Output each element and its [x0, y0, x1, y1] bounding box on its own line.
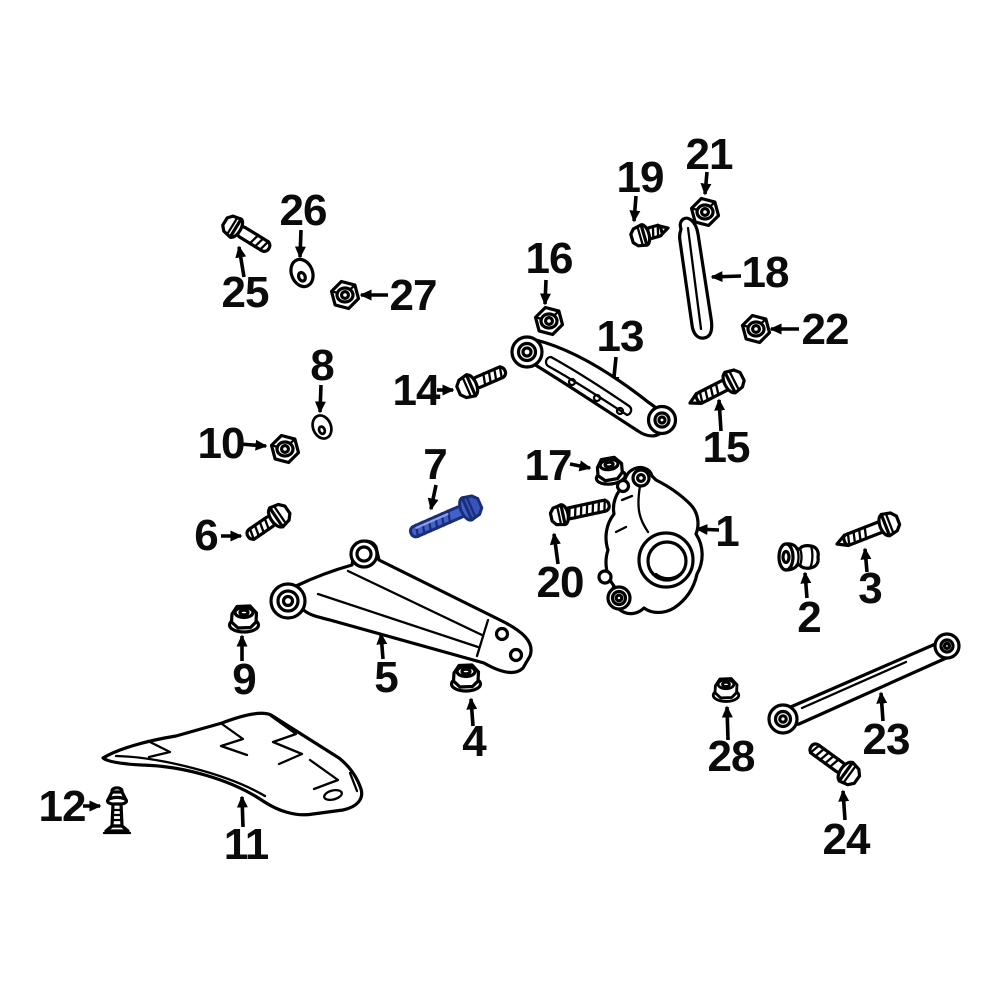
part-11-splash-shield: [101, 711, 364, 817]
callout-27-nut: 27: [389, 271, 438, 320]
callout-22-nut: 22: [801, 305, 850, 354]
callout-16-nut: 16: [525, 234, 574, 283]
callout-25-bolt: 25: [221, 268, 270, 317]
callout-21-nut: 21: [685, 130, 734, 179]
callout-arrows: [83, 171, 888, 828]
callout-4-flange-nut: 4: [462, 717, 487, 766]
part-2-bushing: [777, 542, 820, 572]
part-5-lower-control-arm: [269, 539, 533, 675]
callout-12-clip: 12: [38, 782, 87, 831]
part-24-bolt: [808, 742, 862, 787]
part-25-bolt: [221, 214, 272, 253]
part-9-flange-nut: [227, 604, 261, 634]
part-17-flange-nut: [592, 454, 628, 488]
callout-6-bolt: 6: [194, 511, 219, 560]
part-6-bolt: [245, 502, 292, 541]
callout-13-upper-control-arm: 13: [596, 312, 645, 361]
callout-8-washer: 8: [310, 341, 335, 390]
part-19-screw: [629, 223, 670, 248]
part-16-nut: [533, 305, 565, 337]
part-18-link-cover: [677, 216, 714, 340]
callout-10-nut: 10: [197, 419, 246, 468]
callout-28-flange-nut: 28: [707, 732, 756, 781]
callout-19-screw: 19: [616, 153, 665, 202]
part-28-flange-nut: [711, 677, 741, 703]
part-1-knuckle: [597, 465, 704, 616]
callout-17-flange-nut: 17: [524, 441, 573, 490]
part-20-bolt: [548, 498, 611, 527]
callout-23-lateral-rod: 23: [862, 715, 911, 764]
part-26-washer: [285, 254, 319, 292]
part-12-clip: [102, 786, 132, 835]
part-21-nut: [689, 196, 721, 228]
part-7-bolt-highlighted: [408, 494, 484, 539]
callout-1-knuckle: 1: [715, 507, 740, 556]
callout-26-washer: 26: [279, 186, 328, 235]
part-22-nut: [740, 313, 772, 345]
part-27-nut: [329, 279, 361, 311]
part-15-bolt: [688, 368, 746, 405]
callout-20-bolt: 20: [536, 558, 585, 607]
part-8-washer: [307, 411, 337, 443]
callout-9-flange-nut: 9: [232, 655, 257, 704]
part-4-flange-nut: [449, 663, 483, 693]
part-14-bolt: [455, 365, 508, 400]
part-13-upper-control-arm: [510, 335, 678, 438]
callout-3-bolt: 3: [858, 564, 883, 613]
callout-7-bolt-highlighted: 7: [423, 440, 448, 489]
callout-2-bushing: 2: [797, 593, 822, 642]
callout-18-link-cover: 18: [741, 248, 790, 297]
callout-15-bolt: 15: [702, 423, 751, 472]
part-10-nut: [269, 433, 301, 465]
part-23-lateral-rod: [767, 632, 961, 735]
callout-5-lower-control-arm: 5: [374, 653, 399, 702]
part-3-bolt: [835, 511, 902, 548]
callout-11-splash-shield: 11: [223, 820, 270, 869]
callout-14-bolt: 14: [392, 366, 441, 415]
callout-24-bolt: 24: [822, 815, 871, 864]
